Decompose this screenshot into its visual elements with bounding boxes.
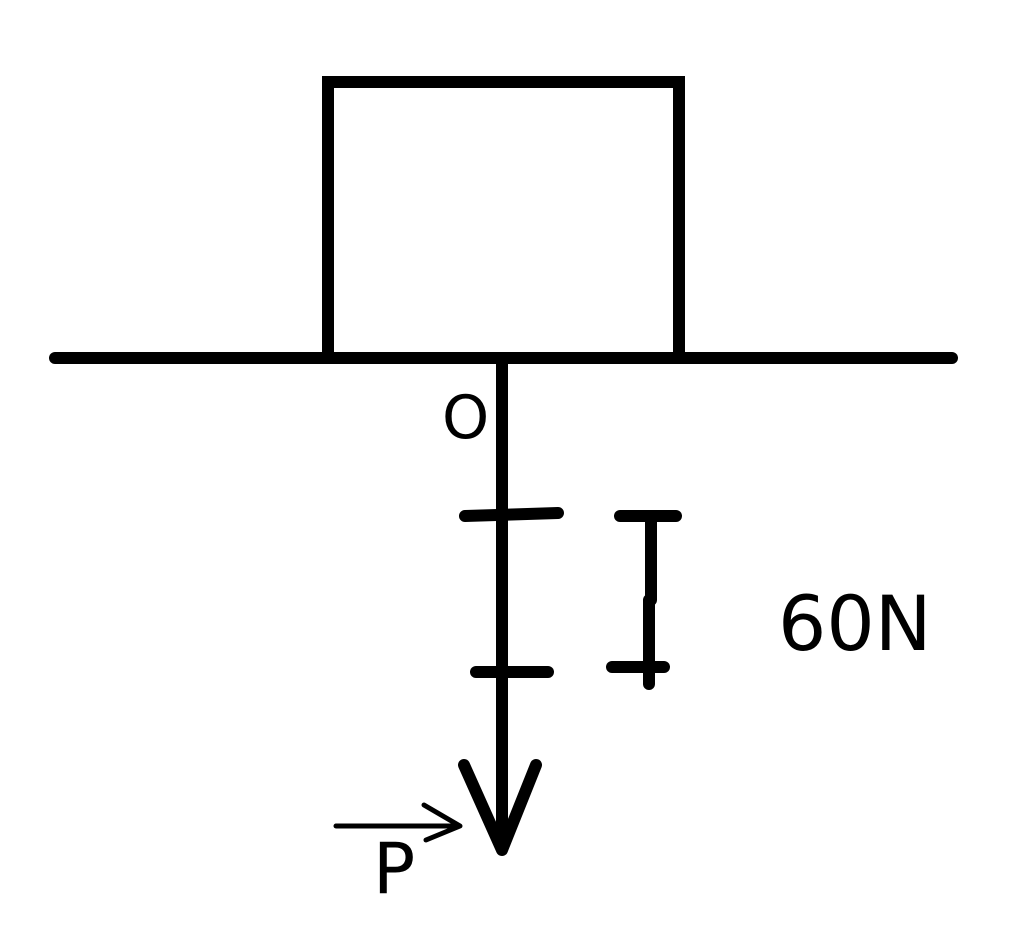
point-o-label: O — [442, 383, 489, 453]
vector-tick-mark-upper — [459, 507, 564, 522]
scale-label: 60N — [778, 579, 932, 668]
vector-p-label: P — [373, 828, 415, 910]
force-vector-arrowhead — [458, 759, 542, 856]
vector-overarrow-head — [421, 802, 463, 843]
vector-p-label-group: P — [333, 802, 463, 910]
scale-bar — [606, 510, 682, 690]
